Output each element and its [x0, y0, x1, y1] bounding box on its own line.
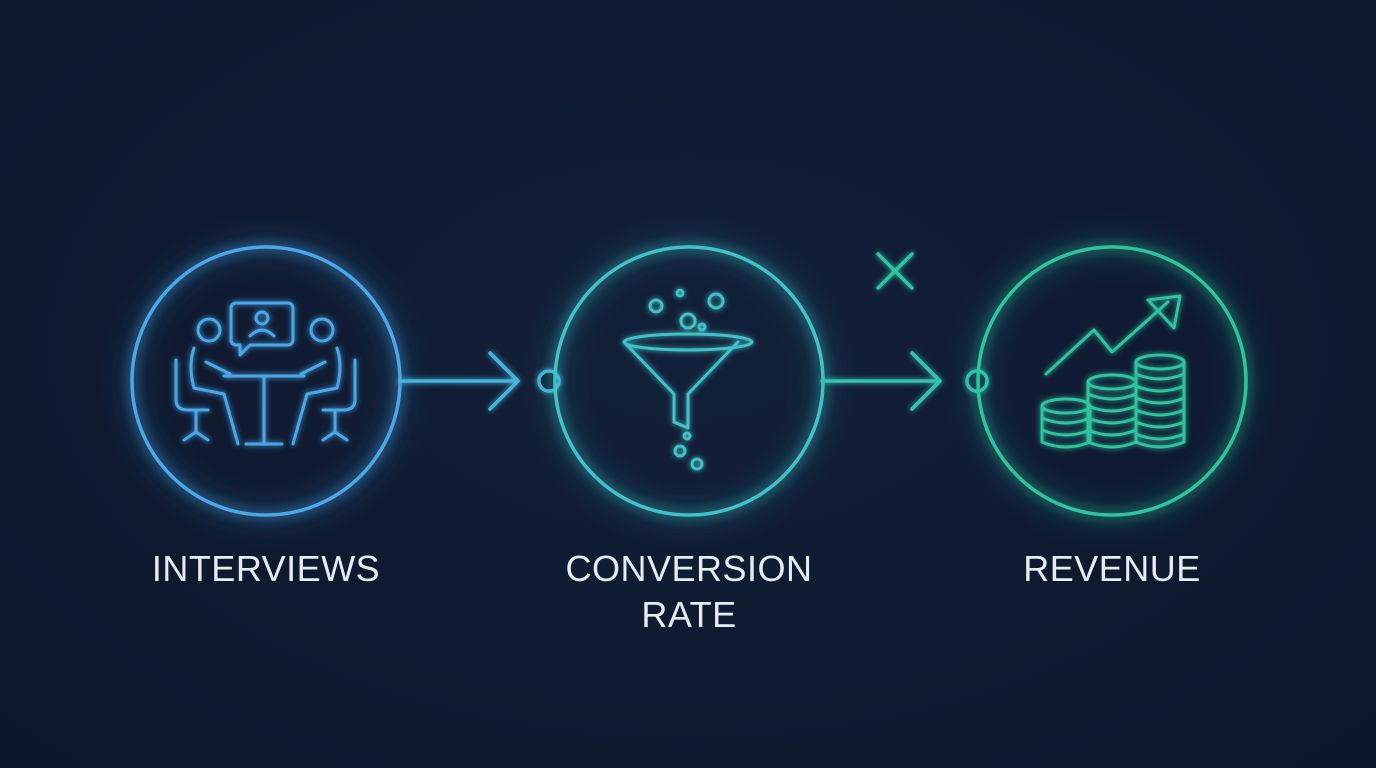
- node-conversion-ring: [553, 245, 825, 517]
- connector-interviews-to-conversion: [398, 351, 561, 411]
- label-conversion-line-2: RATE: [641, 594, 737, 635]
- interview-meeting-icon: [174, 301, 357, 446]
- label-interviews-line-1: INTERVIEWS: [151, 548, 381, 589]
- label-conversion-line-1: CONVERSION: [565, 548, 813, 589]
- node-interviews-ring: [130, 245, 402, 517]
- revenue-growth-icon: [1040, 294, 1186, 449]
- label-conversion-rate: CONVERSION RATE: [539, 546, 839, 638]
- node-interviews: [130, 245, 402, 517]
- arrowhead-icon: [910, 351, 942, 411]
- node-revenue-ring: [976, 245, 1248, 517]
- connector-conversion-to-revenue: [820, 351, 989, 411]
- funnel-icon: [622, 288, 754, 471]
- arrowhead-icon: [488, 351, 520, 411]
- multiply-icon: [876, 252, 914, 290]
- node-conversion-rate: [553, 245, 825, 517]
- label-revenue-line-1: REVENUE: [1023, 548, 1201, 589]
- label-revenue: REVENUE: [962, 546, 1262, 592]
- node-revenue: [976, 245, 1248, 517]
- label-interviews: INTERVIEWS: [116, 546, 416, 592]
